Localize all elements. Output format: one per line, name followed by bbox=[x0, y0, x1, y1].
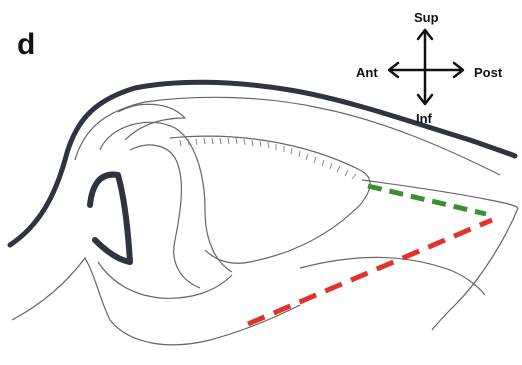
outer-thick-contour bbox=[10, 82, 515, 245]
hatch-marks bbox=[180, 138, 356, 179]
right-wedge-edge bbox=[432, 208, 518, 330]
green-dashed-line bbox=[368, 186, 486, 214]
label-anterior: Ant bbox=[356, 66, 378, 79]
panel-letter: d bbox=[17, 30, 35, 60]
hatched-structure bbox=[170, 136, 370, 263]
orientation-compass bbox=[389, 30, 463, 104]
lower-outer-contour bbox=[12, 258, 300, 345]
lobe-inner bbox=[100, 122, 232, 272]
label-posterior: Post bbox=[474, 66, 502, 79]
lobe-core bbox=[130, 145, 200, 288]
thick-hook-shape bbox=[90, 175, 130, 262]
lower-inner-contour bbox=[98, 262, 232, 298]
label-superior: Sup bbox=[414, 11, 439, 24]
inner-contour-upper bbox=[75, 97, 500, 175]
label-inferior: Inf bbox=[416, 112, 432, 125]
